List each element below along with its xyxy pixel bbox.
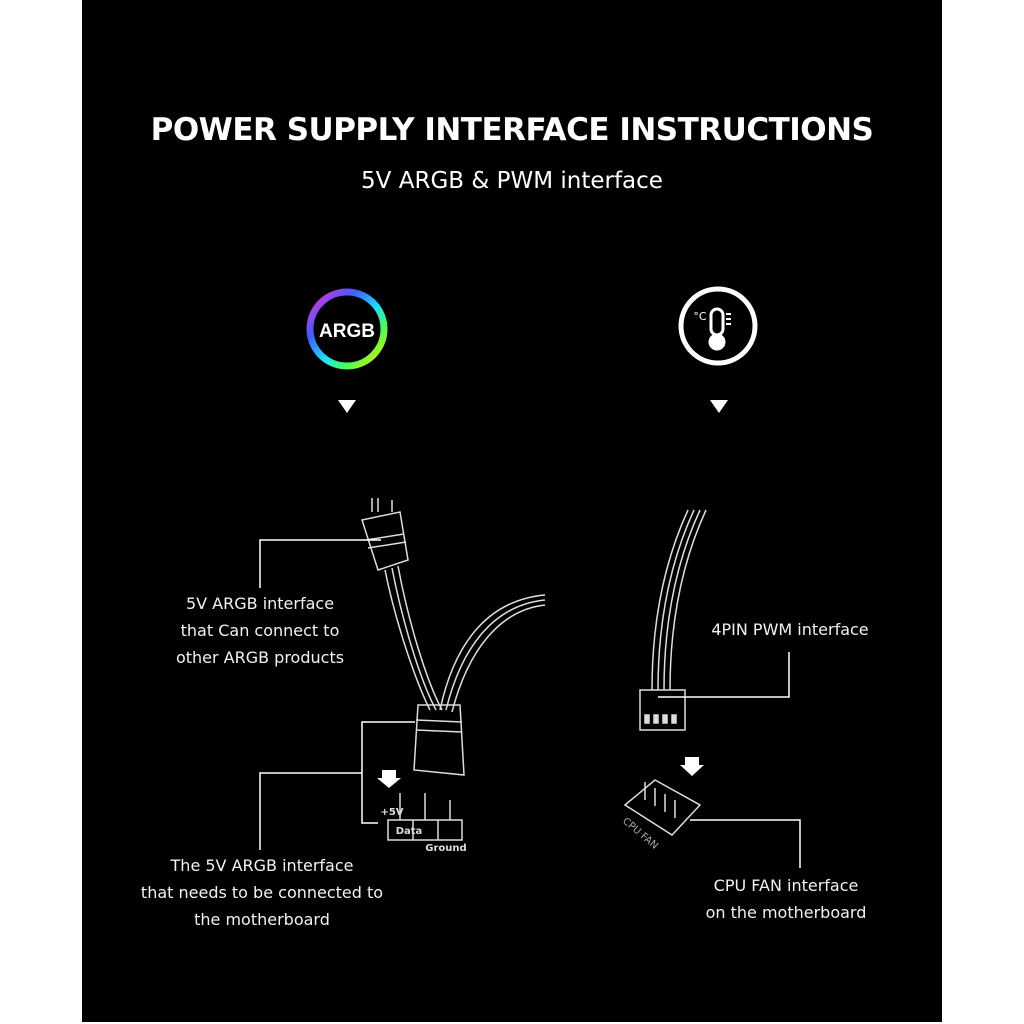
pwm-callout: 4PIN PWM interface <box>711 620 869 639</box>
arrow-down-icon <box>338 400 356 413</box>
callout-lines-left <box>259 539 415 850</box>
argb-icon: ARGB <box>306 288 388 370</box>
callout-line: that Can connect to <box>180 621 340 640</box>
callout-line: The 5V ARGB interface <box>170 856 354 875</box>
callout-line: other ARGB products <box>175 648 345 667</box>
argb-output-callout: 5V ARGB interface that Can connect to ot… <box>160 590 360 671</box>
pin-label-5v: +5V <box>380 807 403 818</box>
arrow-down-icon <box>680 757 704 776</box>
celsius-label: °C <box>693 310 707 323</box>
page-title: POWER SUPPLY INTERFACE INSTRUCTIONS <box>150 112 874 148</box>
callout-line: 5V ARGB interface <box>185 594 335 613</box>
arrow-down-icon <box>710 400 728 413</box>
pin-label-data: Data <box>396 826 423 837</box>
cpu-fan-callout: CPU FAN interface on the motherboard <box>686 872 886 926</box>
callout-line: CPU FAN interface <box>713 876 859 895</box>
callout-line: that needs to be connected to <box>140 883 384 902</box>
cpu-fan-header-label: CPU FAN <box>620 816 660 852</box>
callout-line: the motherboard <box>194 910 330 929</box>
arrow-down-icon <box>377 770 401 788</box>
pwm-cable-drawing <box>623 509 707 836</box>
argb-cable-drawing <box>361 498 546 841</box>
callout-lines-right <box>658 652 801 868</box>
argb-icon-label: ARGB <box>319 321 375 342</box>
pin-label-ground: Ground <box>425 843 466 854</box>
callout-line: on the motherboard <box>705 903 867 922</box>
page-subtitle: 5V ARGB & PWM interface <box>361 168 663 194</box>
background-panel <box>82 0 942 1022</box>
argb-motherboard-callout: The 5V ARGB interface that needs to be c… <box>112 852 412 933</box>
thermometer-icon: °C <box>678 286 758 366</box>
